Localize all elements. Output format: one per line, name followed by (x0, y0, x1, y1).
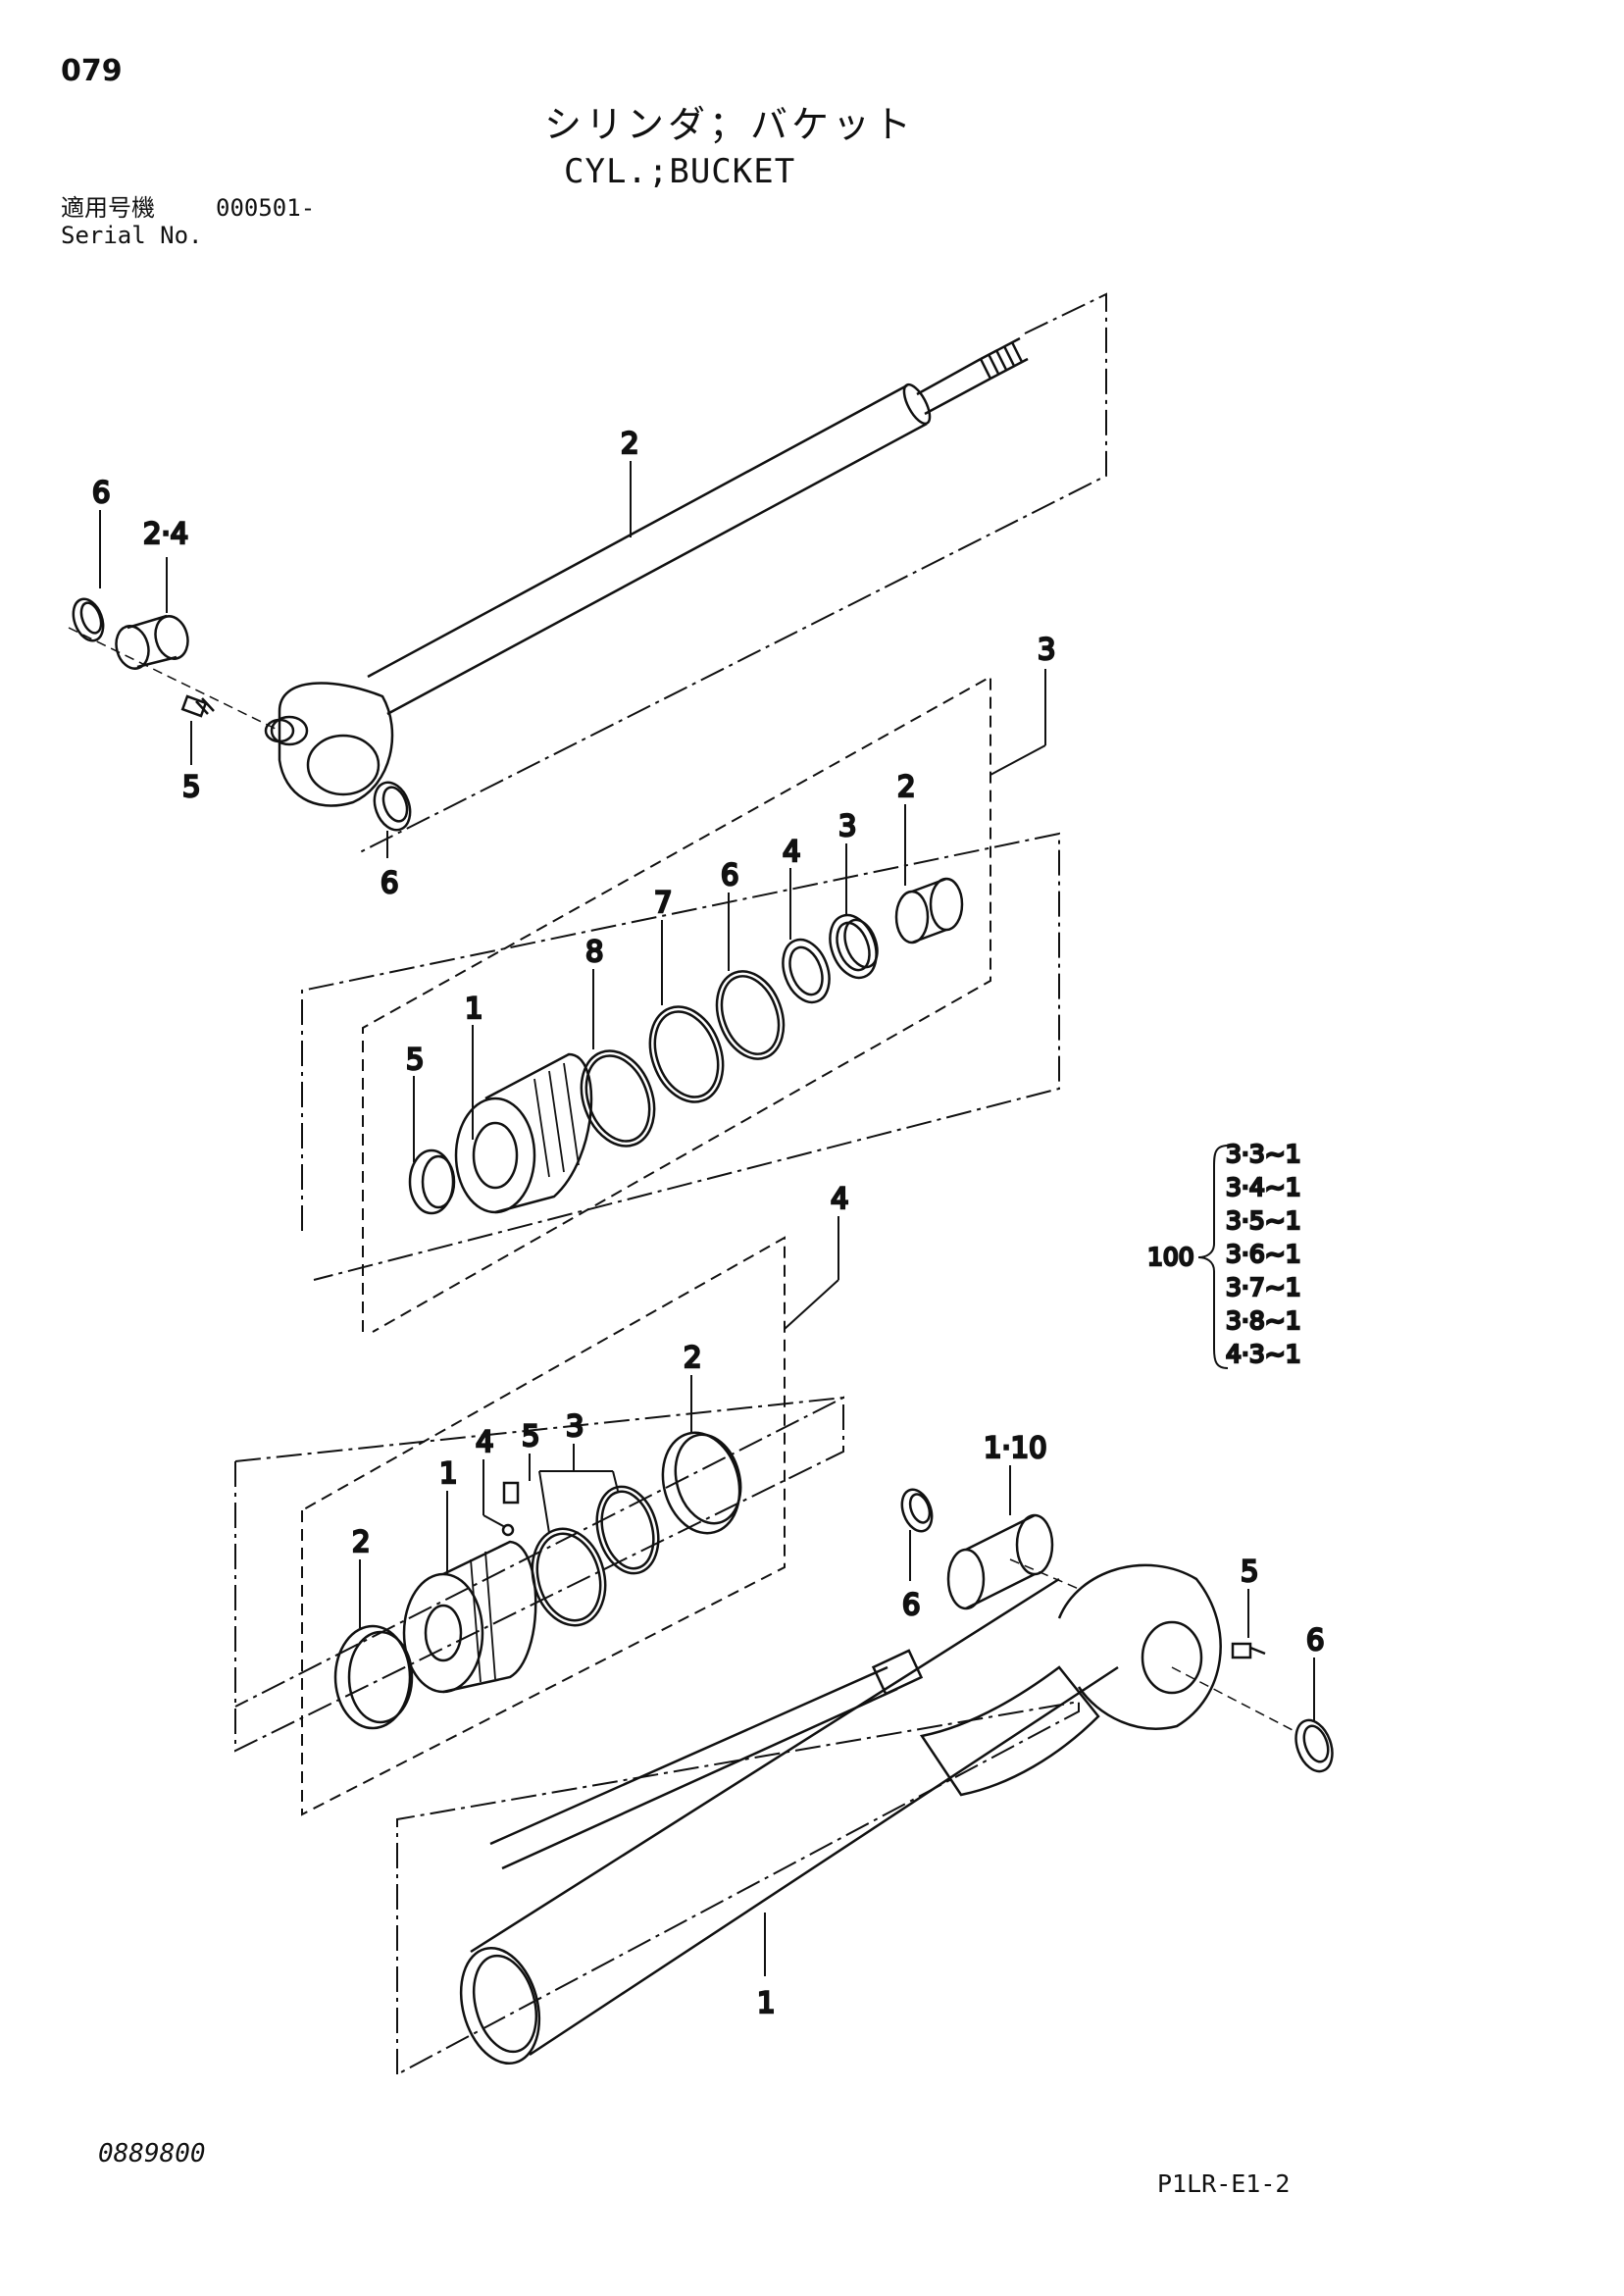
callout-tube-grease-fitting: 5 (1241, 1555, 1258, 1588)
callout-rod: 2 (621, 427, 638, 460)
callout-head-ring-3: 3 (838, 809, 856, 842)
callout-tube-ring-left: 6 (902, 1588, 920, 1621)
title-japanese: シリンダ；バケット (544, 103, 916, 146)
seal-kit-item: 3·6~1 (1226, 1240, 1301, 1268)
cylinder-head-drawing (301, 675, 1060, 1333)
seal-kit-item: 4·3~1 (1226, 1340, 1301, 1368)
callout-piston-ball-4: 4 (476, 1425, 493, 1458)
callout-head-ring-6: 6 (721, 858, 738, 892)
title-english: CYL.;BUCKET (564, 152, 796, 191)
callout-head-body: 1 (465, 992, 482, 1025)
callout-head-ring-8: 8 (585, 935, 603, 968)
callout-piston-screw-5: 5 (522, 1419, 539, 1453)
callout-piston-ring-3: 3 (566, 1409, 584, 1443)
callout-head-bushing-2: 2 (897, 770, 915, 803)
callout-piston-ring-2-right: 2 (684, 1341, 701, 1374)
callout-piston-ring-2-left: 2 (352, 1525, 370, 1558)
callout-head-ring-7: 7 (654, 886, 672, 919)
callout-rod-bushing: 2·4 (143, 517, 188, 550)
callout-rod-ring-left: 6 (92, 476, 110, 509)
piston-rod-drawing (68, 292, 1107, 854)
seal-kit-number: 100 (1147, 1243, 1194, 1271)
seal-kit-item: 3·7~1 (1226, 1273, 1301, 1301)
serial-value: 000501- (216, 194, 316, 222)
callout-rod-grease-fitting: 5 (182, 770, 200, 803)
callout-head-assy: 3 (1038, 633, 1055, 666)
page-number: 079 (61, 54, 123, 88)
piston-assembly-drawing (234, 1236, 844, 1816)
leader-lines (99, 461, 1315, 1976)
seal-kit-item: 3·5~1 (1226, 1206, 1301, 1235)
callout-piston-assy: 4 (831, 1182, 848, 1215)
callout-tube: 1 (757, 1986, 775, 2019)
serial-label-japanese: 適用号機 (61, 194, 155, 222)
seal-kit-item: 3·4~1 (1226, 1173, 1301, 1201)
cylinder-tube-drawing (396, 1488, 1334, 2075)
serial-label-english: Serial No. (61, 222, 203, 249)
callout-tube-ring-right: 6 (1306, 1623, 1324, 1657)
sheet-code: P1LR-E1-2 (1157, 2169, 1291, 2198)
drawing-number: 0889800 (98, 2139, 206, 2168)
callout-piston-body: 1 (439, 1456, 457, 1490)
seal-kit-item: 3·8~1 (1226, 1306, 1301, 1335)
callout-rod-ring-right: 6 (381, 866, 398, 899)
callout-tube-bushing: 1·10 (984, 1431, 1047, 1464)
callout-head-seal-5: 5 (406, 1043, 424, 1076)
seal-kit-item: 3·3~1 (1226, 1140, 1301, 1168)
seal-kit-brace (1197, 1145, 1229, 1369)
callout-head-ring-4: 4 (783, 835, 800, 868)
